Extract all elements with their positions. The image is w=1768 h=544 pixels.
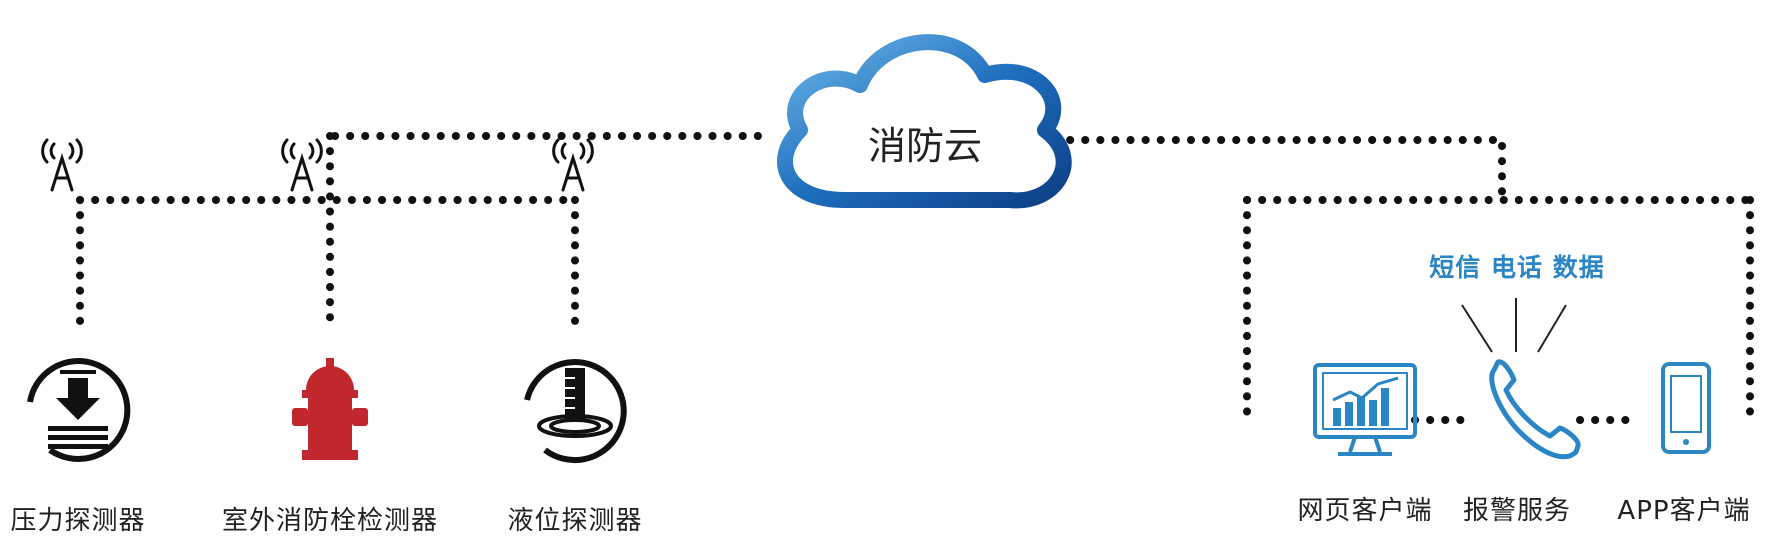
connector-top-right	[1051, 136, 1506, 204]
monitor-chart-icon	[1313, 363, 1417, 456]
cloud-icon	[777, 34, 1072, 209]
client-label-web: 网页客户端	[1297, 496, 1433, 526]
cloud-label: 消防云	[867, 124, 983, 168]
sensor-label-level: 液位探测器	[507, 506, 643, 536]
sensor-label-pressure: 压力探测器	[10, 506, 146, 536]
pressure-detector-icon	[27, 358, 131, 463]
dotted-connectors	[76, 132, 1754, 424]
fire-hydrant-icon	[292, 358, 368, 460]
level-detector-icon	[524, 359, 627, 463]
mobile-phone-icon	[1661, 362, 1711, 454]
client-label-app: APP客户端	[1617, 496, 1751, 526]
sensor-label-hydrant: 室外消防栓检测器	[221, 506, 439, 536]
antenna-icon	[552, 138, 594, 192]
alert-channels-label: 短信 电话 数据	[1429, 253, 1605, 282]
antenna-icons	[41, 138, 594, 192]
antenna-icon	[41, 138, 83, 192]
antenna-icon	[281, 138, 323, 192]
client-label-alarm: 报警服务	[1462, 496, 1572, 526]
signal-rays	[1461, 298, 1567, 353]
phone-icon	[1489, 359, 1581, 460]
